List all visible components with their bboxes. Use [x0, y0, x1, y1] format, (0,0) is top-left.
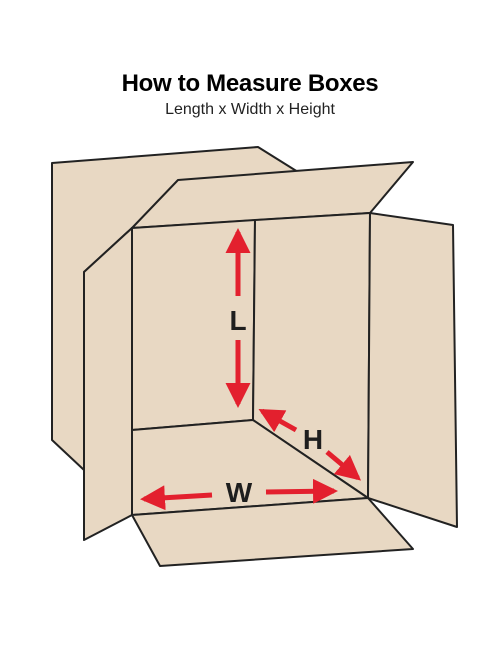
height-label: H — [303, 424, 323, 455]
page-subtitle: Length x Width x Height — [165, 101, 335, 118]
page-title: How to Measure Boxes — [121, 70, 379, 97]
right-flap — [367, 212, 458, 528]
front-flap — [131, 497, 414, 567]
length-label: L — [229, 305, 246, 336]
height-arrow — [258, 408, 362, 481]
width-arrow — [140, 478, 338, 511]
left-wall — [83, 227, 133, 541]
width-label: W — [226, 477, 253, 508]
